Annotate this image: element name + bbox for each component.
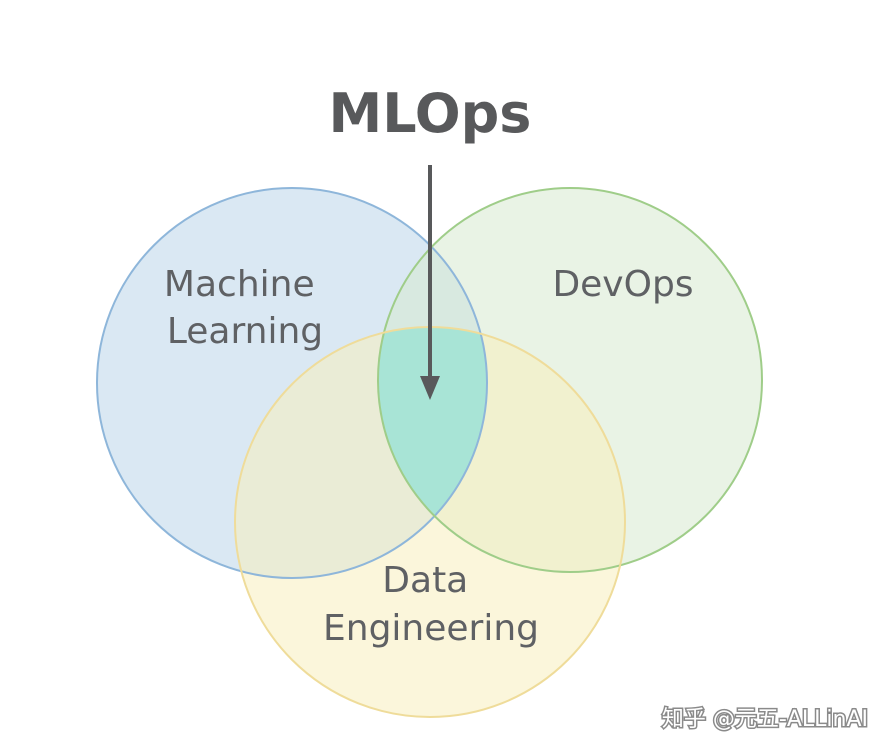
data-engineering-label-line-2: Engineering (323, 608, 539, 649)
ml-label-line-2: Learning (167, 311, 323, 352)
devops-label-line-1: DevOps (552, 264, 693, 305)
devops-circle-outline (377, 187, 763, 573)
data-engineering-label: Data Engineering (323, 560, 539, 649)
watermark: 知乎 @元五-ALLinAI (662, 707, 868, 732)
devops-label: DevOps (552, 264, 693, 305)
title-mlops: MLOps (329, 82, 532, 145)
ml-label: Machine Learning (164, 264, 326, 352)
mlops-arrow-head (420, 376, 440, 400)
ml-circle-outline (96, 187, 488, 579)
data-engineering-label-line-1: Data (382, 560, 468, 601)
ml-label-line-1: Machine (164, 264, 315, 305)
